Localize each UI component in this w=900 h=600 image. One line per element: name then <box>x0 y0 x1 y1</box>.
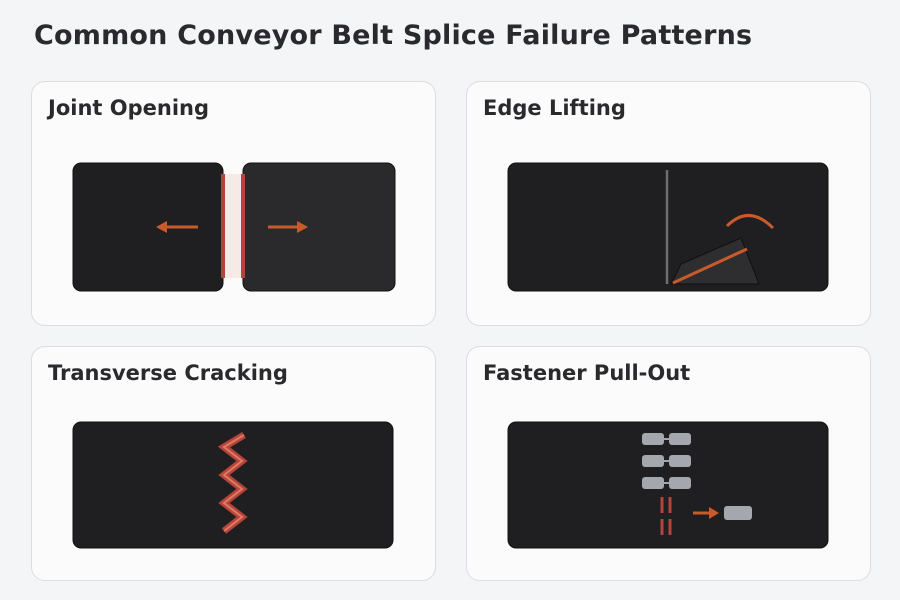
fastener-row <box>642 477 691 489</box>
joint-opening-diagram <box>72 162 396 292</box>
card-joint-opening: Joint Opening <box>31 81 436 326</box>
fastener-row <box>642 433 691 445</box>
edge-lifting-diagram <box>507 162 829 292</box>
page-title: Common Conveyor Belt Splice Failure Patt… <box>34 20 753 51</box>
card-fastener-pull-out: Fastener Pull-Out <box>466 346 871 581</box>
card-edge-lifting: Edge Lifting <box>466 81 871 326</box>
card-label: Fastener Pull-Out <box>483 361 691 385</box>
card-label: Joint Opening <box>48 96 209 120</box>
card-transverse-cracking: Transverse Cracking <box>31 346 436 581</box>
card-label: Edge Lifting <box>483 96 626 120</box>
transverse-cracking-diagram <box>72 421 394 549</box>
fastener-pull-out-diagram <box>507 421 829 549</box>
fastener-row <box>642 455 691 467</box>
card-label: Transverse Cracking <box>48 361 288 385</box>
